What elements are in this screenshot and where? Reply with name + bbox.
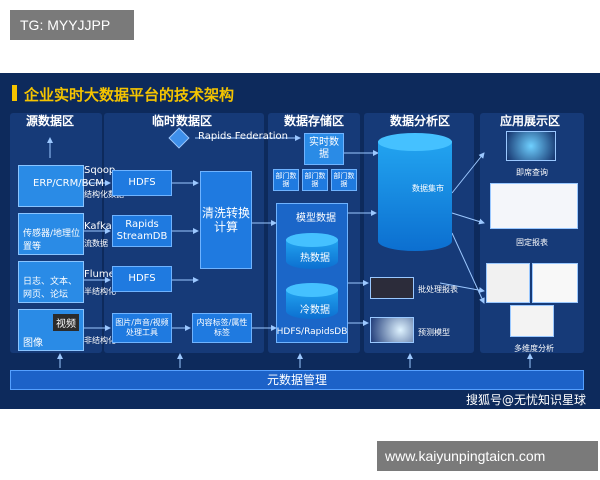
tool-flume: Flume bbox=[84, 269, 115, 280]
diagram-title: 企业实时大数据平台的技术架构 bbox=[24, 86, 235, 104]
model-data-label: 模型数据 bbox=[296, 213, 336, 224]
tool-kafka: Kafka bbox=[84, 221, 112, 232]
predict-model-thumb bbox=[370, 317, 414, 343]
type-unstructured: 非结构化 bbox=[84, 336, 116, 345]
data-mart-label: 数据集市 bbox=[412, 184, 444, 193]
sohu-watermark: 搜狐号@无忧知识星球 bbox=[465, 393, 586, 407]
architecture-diagram: 企业实时大数据平台的技术架构 源数据区 临时数据区 数据存储区 数据分析区 应用… bbox=[0, 73, 600, 409]
dept-data-1: 部门数据 bbox=[273, 169, 299, 191]
zone-temp-title: 临时数据区 bbox=[152, 114, 213, 128]
source-structured-image: ERP/CRM/BCM bbox=[18, 165, 104, 207]
data-mart-cylinder bbox=[378, 141, 452, 251]
type-stream: 流数据 bbox=[84, 239, 108, 248]
type-semi: 半结构化 bbox=[84, 287, 116, 296]
source-stream-image: 传感器/地理位置等 bbox=[18, 213, 84, 255]
batch-report-thumb bbox=[370, 277, 414, 299]
multi-analysis-thumb-3 bbox=[510, 305, 554, 337]
source-image-label: 图像 bbox=[23, 338, 43, 349]
source-video-label: 视频 bbox=[53, 314, 79, 331]
hot-data-cylinder-top bbox=[286, 233, 338, 247]
source-semi-label: 日志、文本、网页、论坛 bbox=[23, 277, 78, 300]
fixed-report-thumb bbox=[490, 183, 578, 229]
dept-data-2: 部门数据 bbox=[302, 169, 328, 191]
flow-arrows bbox=[47, 127, 533, 368]
batch-report-label: 批处理报表 bbox=[418, 285, 458, 294]
source-unstructured-image: 视频 图像 bbox=[18, 309, 84, 351]
zone-display-title: 应用展示区 bbox=[500, 114, 561, 128]
realtime-data-box: 实时数据 bbox=[304, 133, 344, 165]
adhoc-query-thumb bbox=[506, 131, 556, 161]
storage-container: HDFS/RapidsDB bbox=[276, 203, 348, 343]
tagging-box: 内容标签/属性标签 bbox=[192, 313, 252, 343]
hot-data-label: 热数据 bbox=[300, 253, 330, 264]
top-tag: TG: MYYJJPP bbox=[10, 10, 134, 40]
dept-data-3: 部门数据 bbox=[331, 169, 357, 191]
predict-model-label: 预测模型 bbox=[418, 328, 450, 337]
federation-label: Rapids Federation bbox=[198, 131, 288, 142]
cold-data-label: 冷数据 bbox=[300, 305, 330, 316]
bottom-tag: www.kaiyunpingtaicn.com bbox=[377, 441, 598, 471]
clean-transform-box: 清洗转换计算 bbox=[200, 171, 252, 269]
zone-source-title: 源数据区 bbox=[26, 114, 75, 128]
zone-analysis-title: 数据分析区 bbox=[390, 114, 451, 128]
multi-analysis-thumb-2 bbox=[532, 263, 578, 303]
temp-hdfs-1: HDFS bbox=[112, 170, 172, 196]
metadata-management-bar: 元数据管理 bbox=[10, 370, 584, 390]
fixed-report-label: 固定报表 bbox=[516, 238, 548, 247]
multi-analysis-label: 多维度分析 bbox=[514, 344, 554, 353]
adhoc-query-label: 即席查询 bbox=[516, 168, 548, 177]
hdfs-rapidsdb-label: HDFS/RapidsDB bbox=[276, 327, 348, 338]
temp-hdfs-2: HDFS bbox=[112, 266, 172, 292]
multi-analysis-thumb-1 bbox=[486, 263, 530, 303]
source-semi-image: 日志、文本、网页、论坛 bbox=[18, 261, 84, 303]
source-structured-label: ERP/CRM/BCM bbox=[33, 178, 104, 189]
title-accent-bar bbox=[12, 85, 17, 101]
type-structured: 结构化数据 bbox=[84, 190, 124, 199]
temp-rapids-streamdb: Rapids StreamDB bbox=[112, 215, 172, 247]
source-stream-label: 传感器/地理位置等 bbox=[23, 229, 81, 252]
data-mart-cylinder-top bbox=[378, 133, 452, 151]
tool-sqoop: Sqoop bbox=[84, 165, 116, 176]
temp-media-tools: 图片/声音/视频处理工具 bbox=[112, 313, 172, 343]
cold-data-cylinder-top bbox=[286, 283, 338, 297]
zone-storage-title: 数据存储区 bbox=[284, 114, 345, 128]
